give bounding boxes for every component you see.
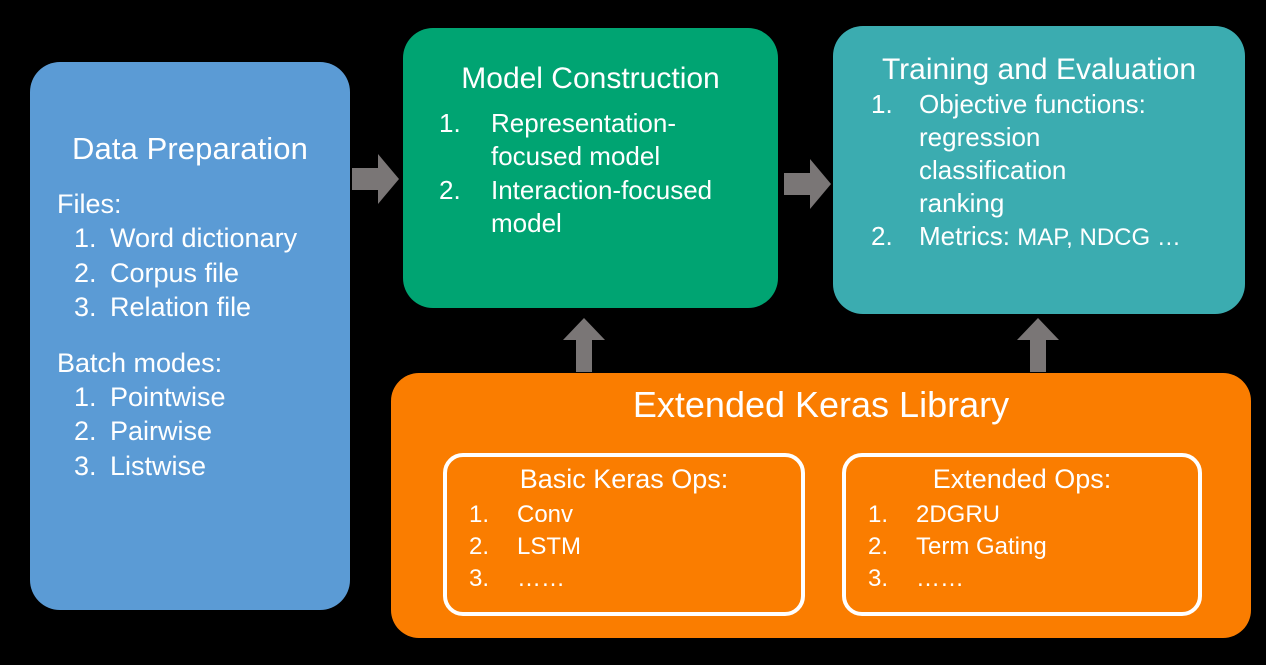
- extended-ops-box: Extended Ops: 1. 2DGRU 2. Term Gating 3. ……: [842, 453, 1202, 616]
- list-item: 3. ……: [868, 563, 1198, 595]
- basic-keras-ops-list: 1. Conv 2. LSTM 3. ……: [447, 499, 801, 595]
- list-item: 1. Objective functions: regression class…: [871, 88, 1239, 220]
- list-item: 1. Representation-focused model: [439, 107, 760, 172]
- basic-keras-ops-title: Basic Keras Ops:: [519, 464, 729, 494]
- list-item-number: 1.: [871, 88, 893, 119]
- data-preparation-box: Data Preparation Files: 1. Word dictionar…: [30, 62, 350, 610]
- list-item-label: Corpus file: [110, 257, 240, 288]
- files-list: 1. Word dictionary 2. Corpus file 3. Relati…: [30, 221, 350, 325]
- arrow-right-icon: [352, 152, 400, 206]
- arrow-up-icon: [1016, 316, 1060, 374]
- list-item-label: Pointwise: [110, 381, 226, 412]
- list-item-number: 1.: [439, 108, 461, 138]
- list-item-number: 1.: [74, 223, 97, 254]
- list-item: 2. Term Gating: [868, 531, 1198, 563]
- list-item: 2. Corpus file: [74, 256, 350, 291]
- extended-keras-library-title: Extended Keras Library: [632, 384, 1010, 425]
- list-item: 2. LSTM: [469, 531, 801, 563]
- objective-subline: ranking: [919, 187, 1005, 218]
- extended-keras-library-box: Extended Keras Library Basic Keras Ops: …: [391, 373, 1251, 638]
- list-item: 3. ……: [469, 563, 801, 595]
- model-construction-list: 1. Representation-focused model 2. Interac…: [403, 107, 778, 239]
- list-item-label: Metrics:: [919, 220, 1018, 251]
- list-item-label: Listwise: [110, 450, 207, 481]
- list-item-number: 2.: [868, 532, 889, 560]
- list-item-label: Representation-focused model: [491, 108, 676, 171]
- training-evaluation-title: Training and Evaluation: [881, 53, 1197, 86]
- list-item-label: Conv: [517, 500, 574, 528]
- list-item-label: Word dictionary: [110, 223, 298, 254]
- batch-modes-label: Batch modes:: [57, 347, 223, 378]
- list-item-label: ……: [916, 564, 964, 592]
- list-item: 1. Word dictionary: [74, 221, 350, 256]
- keras-ops-row: Basic Keras Ops: 1. Conv 2. LSTM 3. …… Exte…: [391, 453, 1251, 623]
- arrow-up-icon: [562, 316, 606, 374]
- batch-modes-list: 1. Pointwise 2. Pairwise 3. Listwise: [30, 380, 350, 484]
- objective-subline: regression: [919, 121, 1041, 152]
- list-item-label: Objective functions:: [919, 88, 1146, 119]
- list-item-number: 2.: [871, 220, 893, 251]
- metrics-value: MAP, NDCG …: [1017, 223, 1181, 251]
- list-item-number: 1.: [868, 500, 889, 528]
- training-evaluation-list: 1. Objective functions: regression class…: [833, 88, 1245, 254]
- data-preparation-title: Data Preparation: [72, 131, 308, 166]
- list-item: 3. Listwise: [74, 449, 350, 484]
- arrow-right-icon: [784, 157, 832, 211]
- list-item: 1. 2DGRU: [868, 499, 1198, 531]
- list-item-number: 2.: [74, 257, 97, 288]
- list-item-label: LSTM: [517, 532, 582, 560]
- list-item-label: Interaction-focused model: [491, 175, 713, 238]
- list-item-number: 2.: [469, 532, 490, 560]
- objective-subline: classification: [919, 154, 1067, 185]
- list-item-number: 1.: [469, 500, 490, 528]
- extended-ops-title: Extended Ops:: [932, 464, 1112, 494]
- list-item-label: 2DGRU: [916, 500, 1001, 528]
- training-evaluation-box: Training and Evaluation 1. Objective fun…: [833, 26, 1245, 314]
- list-item-number: 3.: [868, 564, 889, 592]
- list-item-label: ……: [517, 564, 565, 592]
- list-item-number: 2.: [439, 175, 461, 205]
- list-item: 2. Interaction-focused model: [439, 174, 760, 239]
- list-item-number: 3.: [74, 450, 97, 481]
- list-item-label: Term Gating: [916, 532, 1047, 560]
- list-item-label: Pairwise: [110, 416, 213, 447]
- extended-ops-list: 1. 2DGRU 2. Term Gating 3. ……: [846, 499, 1198, 595]
- model-construction-title: Model Construction: [461, 62, 720, 95]
- list-item-number: 2.: [74, 416, 97, 447]
- list-item-number: 1.: [74, 381, 97, 412]
- list-item-number: 3.: [469, 564, 490, 592]
- list-item: 2. Metrics: MAP, NDCG …: [871, 220, 1239, 253]
- list-item: 2. Pairwise: [74, 414, 350, 449]
- list-item-label: Relation file: [110, 292, 252, 323]
- list-item-number: 3.: [74, 292, 97, 323]
- files-label: Files:: [57, 189, 122, 220]
- list-item: 3. Relation file: [74, 290, 350, 325]
- list-item: 1. Pointwise: [74, 380, 350, 415]
- basic-keras-ops-box: Basic Keras Ops: 1. Conv 2. LSTM 3. ……: [443, 453, 805, 616]
- model-construction-box: Model Construction 1. Representation-focu…: [403, 28, 778, 308]
- list-item: 1. Conv: [469, 499, 801, 531]
